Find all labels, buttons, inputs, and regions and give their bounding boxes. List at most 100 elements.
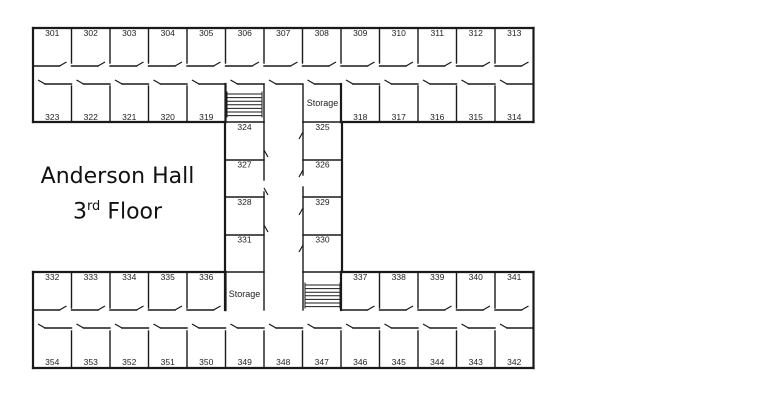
room-321: 321 <box>122 112 136 122</box>
door-swing <box>268 79 277 85</box>
room-349: 349 <box>238 357 252 367</box>
door-swing <box>114 79 123 85</box>
door-swing <box>482 305 491 311</box>
room-324: 324 <box>237 122 251 132</box>
door-swing <box>499 323 508 329</box>
door-swing <box>230 79 238 85</box>
room-334: 334 <box>122 272 136 282</box>
door-swing <box>59 61 67 67</box>
room-344: 344 <box>430 357 444 367</box>
plan-title: Anderson Hall 3rd Floor <box>20 162 215 227</box>
door-swing <box>444 61 452 67</box>
room-335: 335 <box>161 272 175 282</box>
room-339: 339 <box>430 272 444 282</box>
door-swing <box>499 79 508 85</box>
door-swing <box>384 79 392 85</box>
room-336: 336 <box>199 272 213 282</box>
door-swing <box>97 305 106 311</box>
room-342: 342 <box>507 357 521 367</box>
room-337: 337 <box>353 272 367 282</box>
room-318: 318 <box>353 112 367 122</box>
room-343: 343 <box>469 357 483 367</box>
room-341: 341 <box>507 272 521 282</box>
door-swing <box>328 61 337 67</box>
room-323: 323 <box>45 112 59 122</box>
room-347: 347 <box>315 357 329 367</box>
door-swing <box>97 61 106 67</box>
door-swing <box>37 79 46 85</box>
room-303: 303 <box>122 28 136 38</box>
door-swing <box>191 323 200 329</box>
storage-upper: Storage <box>307 98 339 108</box>
room-312: 312 <box>469 28 483 38</box>
room-328: 328 <box>237 197 251 207</box>
door-swing <box>230 323 238 329</box>
storage-lower: Storage <box>229 289 261 299</box>
door-swing <box>298 207 304 216</box>
room-320: 320 <box>161 112 175 122</box>
door-swing <box>153 79 161 85</box>
room-313: 313 <box>507 28 521 38</box>
door-swing <box>307 323 315 329</box>
door-swing <box>263 149 269 158</box>
door-swing <box>153 323 161 329</box>
door-swing <box>461 323 469 329</box>
room-319: 319 <box>199 112 213 122</box>
door-swing <box>268 323 277 329</box>
door-swing <box>307 79 315 85</box>
room-329: 329 <box>315 197 329 207</box>
door-swing <box>521 61 529 67</box>
room-338: 338 <box>392 272 406 282</box>
room-353: 353 <box>84 357 98 367</box>
door-swing <box>290 61 298 67</box>
room-331: 331 <box>237 235 251 245</box>
door-swing <box>444 305 452 311</box>
door-swing <box>213 61 221 67</box>
room-332: 332 <box>45 272 59 282</box>
door-swing <box>367 305 375 311</box>
room-306: 306 <box>238 28 252 38</box>
door-swing <box>298 131 304 140</box>
door-swing <box>461 79 469 85</box>
door-swing <box>298 169 304 178</box>
room-340: 340 <box>469 272 483 282</box>
room-311: 311 <box>430 28 444 38</box>
room-348: 348 <box>276 357 290 367</box>
door-swing <box>298 244 304 253</box>
room-307: 307 <box>276 28 290 38</box>
door-swing <box>345 79 354 85</box>
door-swing <box>345 323 354 329</box>
room-346: 346 <box>353 357 367 367</box>
floor-suffix: rd <box>86 199 101 214</box>
room-330: 330 <box>315 235 329 245</box>
room-326: 326 <box>315 160 329 170</box>
door-swing <box>251 61 260 67</box>
room-333: 333 <box>84 272 98 282</box>
room-309: 309 <box>353 28 367 38</box>
floor-word: Floor <box>107 199 163 225</box>
door-swing <box>37 323 46 329</box>
building-name: Anderson Hall <box>40 164 195 189</box>
door-swing <box>76 79 84 85</box>
room-305: 305 <box>199 28 213 38</box>
door-swing <box>213 305 221 311</box>
room-310: 310 <box>392 28 406 38</box>
room-301: 301 <box>45 28 59 38</box>
door-swing <box>263 224 269 233</box>
door-swing <box>174 305 183 311</box>
door-swing <box>136 61 144 67</box>
room-302: 302 <box>84 28 98 38</box>
door-swing <box>422 79 431 85</box>
room-354: 354 <box>45 357 59 367</box>
floor-label: 3rd Floor <box>20 192 215 227</box>
door-swing <box>384 323 392 329</box>
door-swing <box>482 61 491 67</box>
room-304: 304 <box>161 28 175 38</box>
room-317: 317 <box>392 112 406 122</box>
door-swing <box>263 187 269 196</box>
door-swing <box>136 305 144 311</box>
door-swing <box>405 305 414 311</box>
room-325: 325 <box>315 122 329 132</box>
door-swing <box>191 79 200 85</box>
